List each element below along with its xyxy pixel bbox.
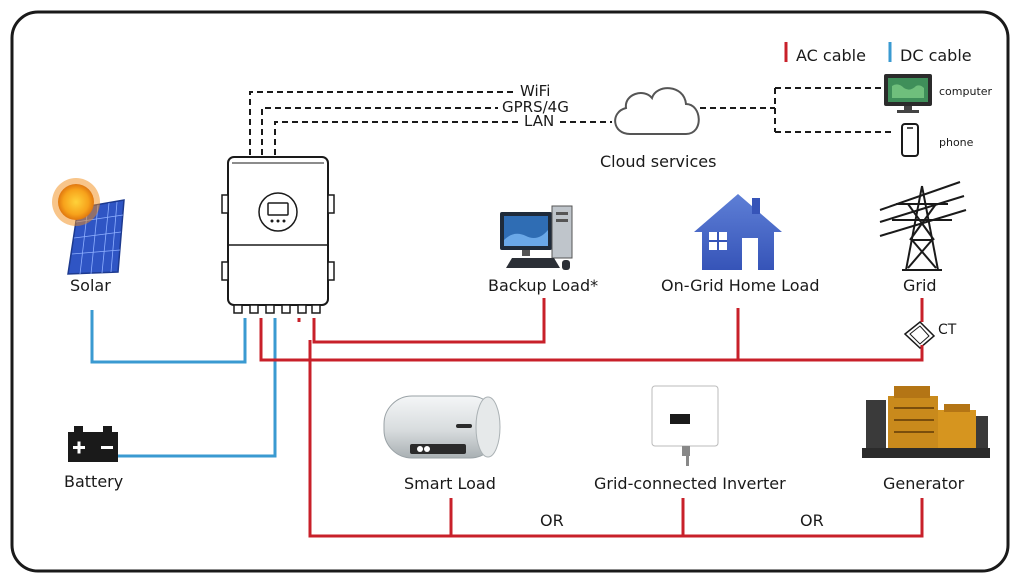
ac-legend-label: AC cable [796,46,866,65]
home-load-label: On-Grid Home Load [661,276,819,295]
wifi-line [249,91,515,155]
dc-legend-label: DC cable [900,46,972,65]
ct-label: CT [938,322,957,338]
water-heater-icon [383,395,501,459]
generator-label: Generator [883,474,965,493]
smart-load-label: Smart Load [404,474,496,493]
hybrid-inverter-icon [221,156,335,314]
grid-ac-cable [259,318,924,362]
diesel-generator-icon [862,386,990,458]
or-label-1: OR [540,511,564,530]
legend: AC cable DC cable [784,42,972,65]
string-inverter-icon [651,385,719,466]
battery-dc-cable [118,318,277,458]
lan-line [274,121,520,155]
dc-cables [90,310,277,458]
computer-label: computer [939,85,993,98]
cloud-services-label: Cloud services [600,152,716,171]
wifi-label: WiFi [520,82,550,100]
or-label-2: OR [800,511,824,530]
computer-monitor-icon [884,74,932,113]
desktop-pc-icon [500,205,573,270]
solar-label: Solar [70,276,111,295]
phone-label: phone [939,136,974,149]
battery-icon [68,426,118,462]
backup-ac-cable [312,298,546,344]
backup-load-label: Backup Load* [488,276,598,295]
sun-icon [52,178,100,226]
battery-label: Battery [64,472,123,491]
house-icon [694,194,782,270]
lan-label: LAN [524,112,554,130]
gen-ac-cable [297,318,924,538]
grid-label: Grid [903,276,937,295]
gprs-line [261,107,498,155]
comm-lines [249,87,895,155]
gprs-label: GPRS/4G [502,98,569,116]
cloud-icon [614,87,700,135]
grid-inverter-label: Grid-connected Inverter [594,474,786,493]
power-pylon-icon [879,181,967,271]
solar-dc-cable [90,310,247,364]
ct-clamp-icon [903,320,936,350]
smartphone-icon [901,123,919,157]
ac-cables [259,298,924,538]
